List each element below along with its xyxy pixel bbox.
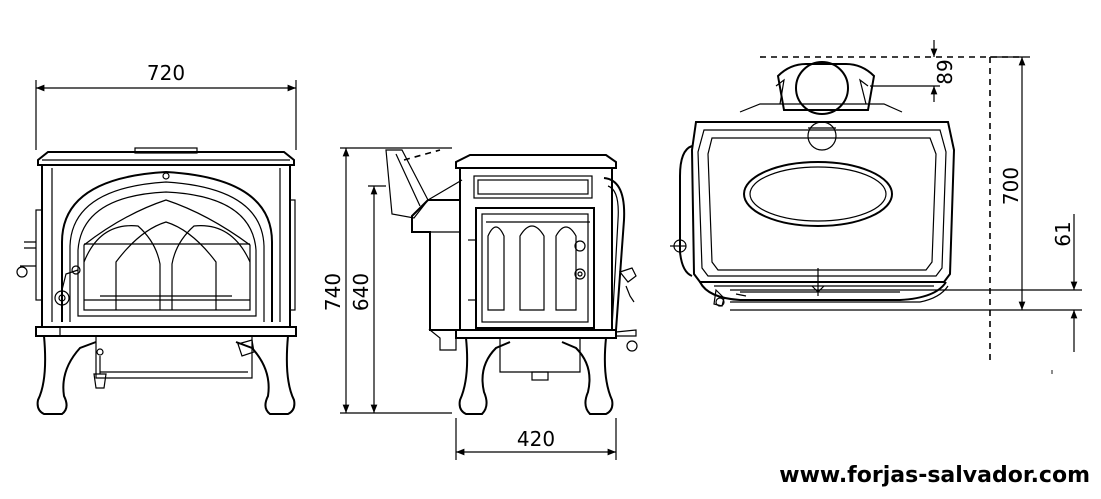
top-front-offset-label: 61 [1051,221,1075,246]
total-height-label: 740 [321,273,345,311]
side-view: 740 640 [321,147,638,460]
top-offset-label: 89 [933,59,957,84]
side-depth-label: 420 [517,427,555,451]
website-footer: www.forjas-salvador.com [779,463,1090,488]
top-depth-label: 700 [999,167,1023,205]
top-view: 89 700 61 [670,40,1082,374]
outlet-height-label: 640 [349,273,373,311]
door-tracery [83,172,251,311]
front-width-label: 720 [147,61,185,85]
front-view: 720 [16,61,297,415]
